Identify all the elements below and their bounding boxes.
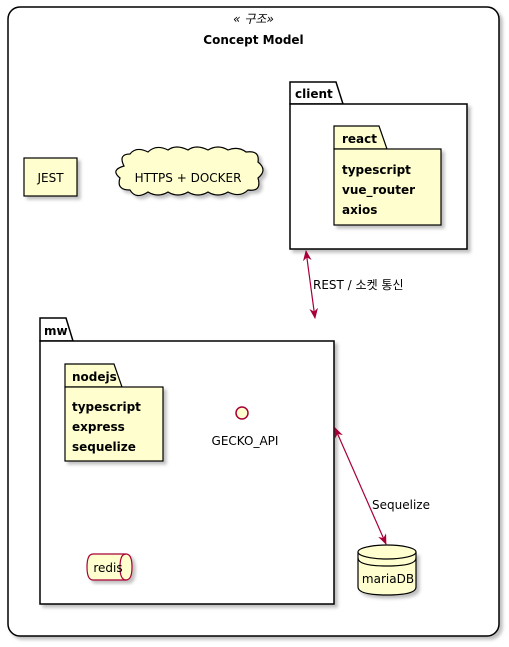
rest-edge-label: REST / 소켓 통신 [313,278,404,292]
nodejs-item: express [72,420,125,434]
gecko-api-interface: GECKO_API [212,406,279,448]
sequelize-edge-label: Sequelize [372,498,430,512]
nodejs-label: nodejs [72,370,117,384]
mariadb-database: mariaDB [357,544,417,596]
mariadb-label: mariaDB [362,572,414,586]
jest-label: JEST [36,171,64,185]
gecko-api-label: GECKO_API [212,434,279,448]
react-item: axios [342,203,377,217]
https-docker-cloud: HTTPS + DOCKER [115,146,264,197]
interface-circle-icon [235,406,249,420]
nodejs-item: sequelize [72,440,136,454]
rest-edge: REST / 소켓 통신 [303,249,404,320]
redis-label: redis [93,561,122,575]
nodejs-package: nodejs typescript express sequelize [64,363,164,462]
jest-node: JEST [23,157,78,197]
mw-label: mw [44,324,68,338]
redis-queue: redis [86,553,133,581]
cloud-label: HTTPS + DOCKER [135,171,242,185]
nodejs-item: typescript [72,400,141,414]
frame-stereotype: « 구조» [233,12,274,26]
react-package: react typescript vue_router axios [333,125,442,226]
react-item: typescript [342,163,411,177]
react-item: vue_router [342,183,415,198]
frame-title: Concept Model [203,33,303,47]
react-label: react [342,132,377,146]
sequelize-edge: Sequelize [334,427,430,545]
client-label: client [295,87,333,101]
